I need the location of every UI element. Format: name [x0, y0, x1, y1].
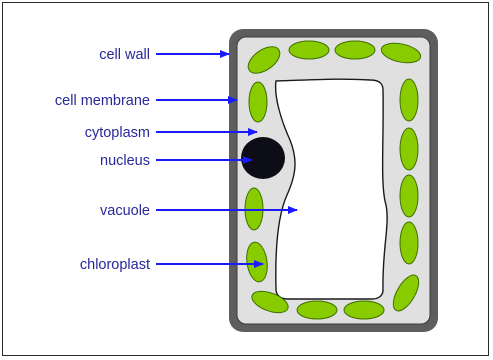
chloroplast	[249, 82, 267, 122]
chloroplast	[400, 128, 418, 170]
chloroplast	[297, 301, 337, 319]
chloroplast	[400, 175, 418, 217]
label-cell-wall: cell wall	[99, 47, 150, 63]
nucleus	[241, 137, 285, 179]
label-chloroplast: chloroplast	[80, 257, 150, 273]
label-vacuole: vacuole	[100, 203, 150, 219]
chloroplast	[335, 41, 375, 59]
chloroplast	[400, 79, 418, 121]
label-cytoplasm: cytoplasm	[85, 125, 150, 141]
label-cell-membrane: cell membrane	[55, 93, 150, 109]
chloroplast	[344, 301, 384, 319]
vacuole	[276, 79, 388, 299]
chloroplast	[289, 41, 329, 59]
chloroplast	[400, 222, 418, 264]
label-nucleus: nucleus	[100, 153, 150, 169]
